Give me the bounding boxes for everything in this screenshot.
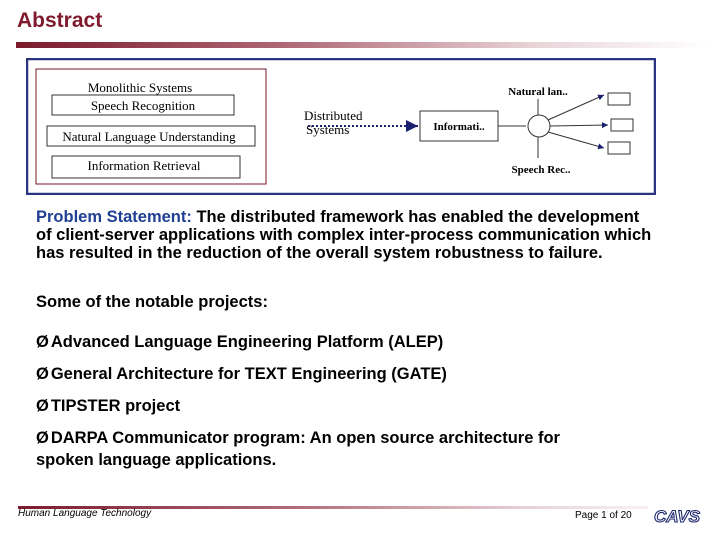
monolithic-box: [35, 68, 267, 185]
hub-node: [527, 114, 551, 138]
distributed-label-1: Distributed: [304, 108, 363, 123]
cavs-logo-icon: CAVS: [648, 505, 706, 527]
nlu-label: Natural Language Understanding: [62, 129, 236, 144]
diagram-frame: [26, 58, 656, 195]
info-retrieval-box: [51, 155, 241, 179]
monolithic-label: Monolithic Systems: [88, 80, 192, 95]
footer-divider: [18, 506, 704, 509]
problem-statement-text: The distributed framework has enabled th…: [36, 208, 652, 262]
footer-course-title: Human Language Technology: [18, 508, 152, 519]
page-number: Page 1 of 20: [575, 510, 632, 521]
speech-recognition-box: [51, 94, 235, 116]
spoke-1: [547, 94, 605, 121]
project-label: Advanced Language Engineering Platform (…: [50, 333, 444, 351]
spoke-2: [549, 122, 609, 129]
architecture-diagram: Monolithic Systems Speech Recognition Na…: [26, 58, 656, 195]
speech-recognition-label: Speech Recognition: [91, 98, 196, 113]
projects-heading: Some of the notable projects:: [36, 293, 268, 311]
project-label: DARPA Communicator program: An open sour…: [50, 429, 560, 447]
nlu-box: [46, 125, 256, 147]
arrow-bullet-icon: Ø: [36, 333, 49, 351]
client-box-1: [607, 92, 631, 106]
arrow-bullet-icon: Ø: [36, 429, 49, 447]
slide-title: Abstract: [17, 9, 103, 32]
client-box-2: [610, 118, 634, 132]
problem-statement: Problem Statement: The distributed frame…: [36, 208, 656, 262]
arrow-bullet-icon: Ø: [36, 365, 49, 383]
project-label: TIPSTER project: [50, 397, 181, 415]
arrow-bullet-icon: Ø: [36, 397, 49, 415]
client-box-3: [607, 141, 631, 155]
bottom-node-label: Speech Rec..: [512, 164, 571, 176]
project-item-continued: spoken language applications.: [36, 451, 277, 469]
svg-text:CAVS: CAVS: [654, 507, 701, 526]
hub-label: Informati..: [433, 121, 485, 133]
project-label: General Architecture for TEXT Engineerin…: [50, 365, 447, 383]
spoke-3: [547, 131, 605, 150]
title-divider: [16, 42, 708, 48]
problem-statement-label: Problem Statement:: [36, 208, 192, 226]
info-retrieval-label: Information Retrieval: [88, 158, 201, 173]
distributed-label-2: Systems: [306, 122, 349, 137]
top-node-label: Natural lan..: [508, 86, 568, 98]
